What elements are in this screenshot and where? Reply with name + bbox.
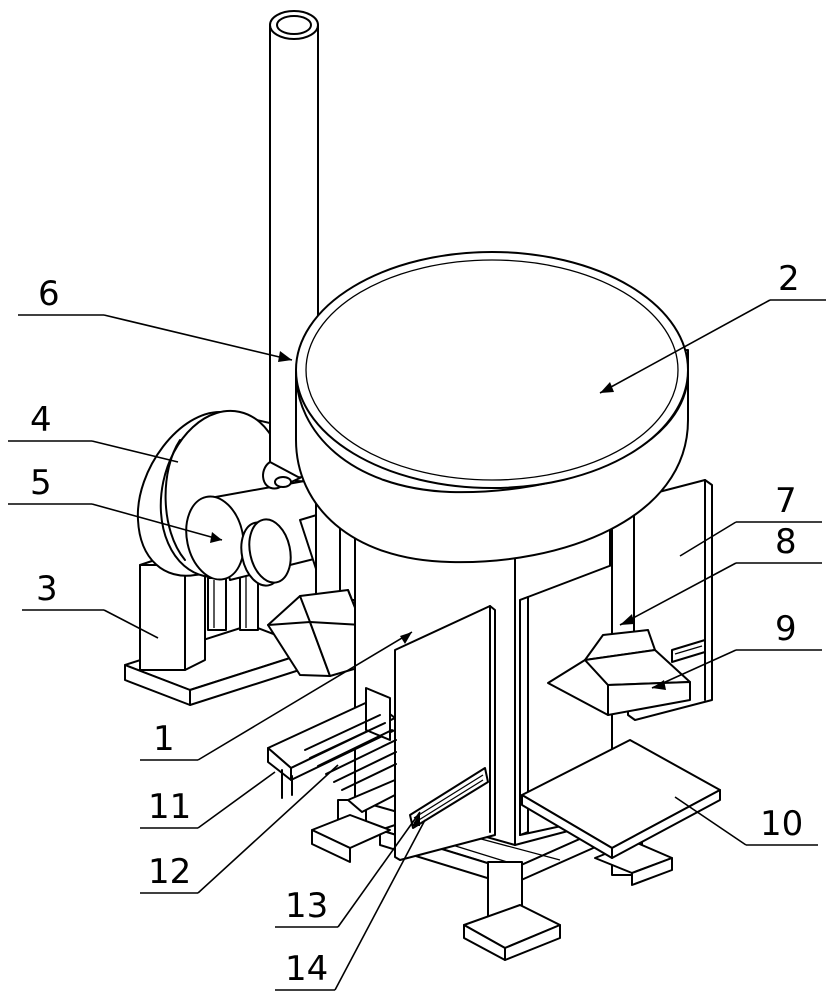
- top-tank: [295, 251, 689, 564]
- callout-9: 9: [775, 609, 797, 649]
- callout-11: 11: [148, 787, 191, 827]
- callout-1: 1: [153, 719, 175, 759]
- callout-8: 8: [775, 522, 797, 562]
- motor-support: [139, 549, 259, 671]
- callout-13: 13: [285, 886, 328, 926]
- tray: [521, 739, 721, 859]
- callout-4: 4: [30, 400, 52, 440]
- callout-2: 2: [778, 259, 800, 299]
- roller-rack: [267, 687, 397, 813]
- leg-front: [463, 861, 561, 961]
- callout-7: 7: [775, 481, 797, 521]
- leader-lines: [8, 299, 826, 991]
- hood-right: [547, 629, 691, 716]
- front-door: [394, 605, 496, 861]
- callout-3: 3: [36, 569, 58, 609]
- callout-10: 10: [760, 804, 803, 844]
- callout-14: 14: [285, 949, 328, 989]
- callout-labels: 1 2 3 4 5 6 7 8 9 10 11 12 13 14: [30, 259, 803, 989]
- callout-6: 6: [38, 274, 60, 314]
- callout-5: 5: [30, 463, 52, 503]
- leg-left: [311, 799, 391, 863]
- callout-12: 12: [148, 852, 191, 892]
